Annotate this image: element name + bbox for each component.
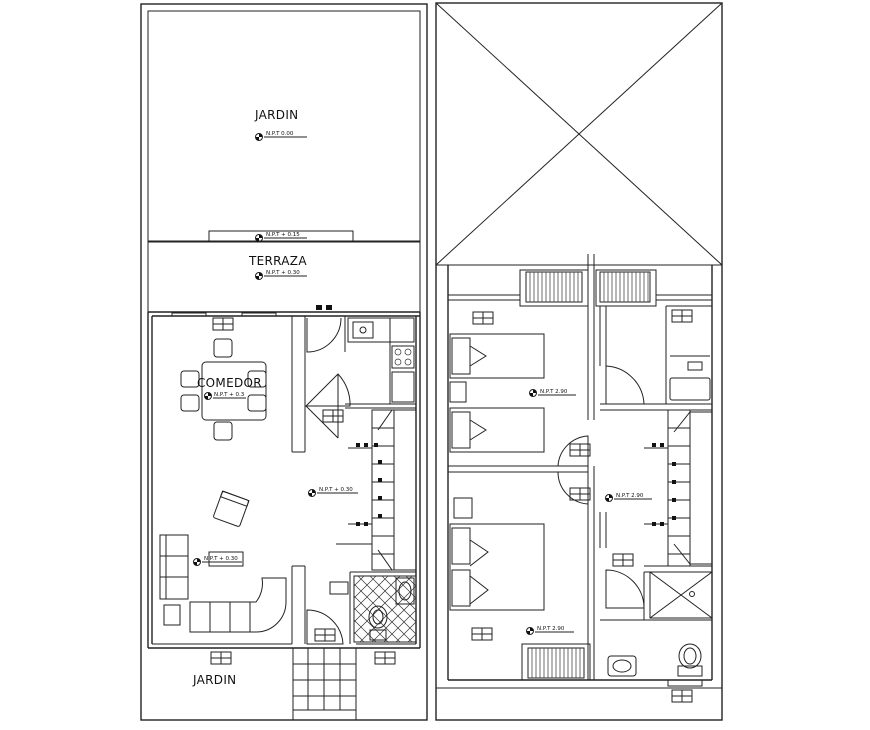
- room-label-terraza: TERRAZA: [248, 254, 307, 268]
- nightstand: [453, 497, 473, 519]
- light-fixture-icon: [374, 651, 396, 665]
- nightstand: [449, 381, 467, 403]
- balcony-left: [519, 269, 589, 307]
- level-marker-bedroom-3: N.P.T 2.90: [526, 626, 574, 635]
- light-fixture-icon: [569, 443, 591, 457]
- light-fixture-icon: [212, 317, 234, 331]
- level-text-upper-hall: N.P.T 2.90: [616, 493, 644, 499]
- level-marker-living: N.P.T + 0.30: [193, 556, 242, 566]
- level-marker-hall: N.P.T + 0.30: [308, 487, 358, 497]
- light-fixture-icon: [671, 309, 693, 323]
- light-fixture-icon: [569, 487, 591, 501]
- level-marker-jardin: N.P.T 0.00: [255, 131, 307, 141]
- coffee-table: [208, 551, 244, 567]
- kitchen-sink: [352, 321, 374, 339]
- bed-single-right: [669, 355, 711, 401]
- ground-floor-plan: JARDIN TERRAZA COMEDOR JARDIN N.P.T 0.00…: [140, 3, 428, 721]
- light-fixture-icon: [314, 628, 336, 642]
- upper-toilet-tank: [677, 665, 703, 677]
- dining-table: [201, 361, 267, 421]
- upper-floor-plan: N.P.T 2.90 N.P.T 2.90 N.P.T 2.90: [435, 2, 723, 721]
- stair-door-swing: [304, 373, 351, 407]
- level-marker-upper-hall: N.P.T 2.90: [605, 493, 652, 502]
- rear-window-1: [171, 312, 207, 317]
- level-text-terraza: N.P.T + 0.30: [266, 270, 300, 276]
- upper-floor-outline: [435, 2, 723, 721]
- level-marker-terrace-edge: N.P.T + 0.15: [255, 232, 307, 242]
- ground-toilet: [368, 605, 388, 629]
- ground-bath-sink: [395, 577, 415, 605]
- shower: [649, 571, 713, 619]
- level-text-bedroom-1: N.P.T 2.90: [540, 389, 568, 395]
- level-text-jardin: N.P.T 0.00: [266, 131, 294, 137]
- ground-floor-outline: [140, 3, 428, 721]
- back-garden-area: [147, 10, 421, 242]
- level-text-hall: N.P.T + 0.30: [319, 487, 353, 493]
- light-fixture-icon: [322, 409, 344, 423]
- side-table: [163, 604, 181, 626]
- bed-1: [449, 333, 545, 379]
- refrigerator: [391, 371, 415, 403]
- sectional-sofa: [189, 577, 287, 633]
- level-text-terrace-edge: N.P.T + 0.15: [266, 232, 300, 238]
- terrace-step: [208, 230, 354, 242]
- bedroom-2-door-swing: [605, 365, 645, 405]
- level-text-bedroom-3: N.P.T 2.90: [537, 626, 565, 632]
- level-marker-bedroom-1: N.P.T 2.90: [529, 389, 576, 397]
- upper-bath-sink: [607, 655, 637, 677]
- light-fixture-icon: [472, 311, 494, 325]
- bedroom-1-door-swing: [557, 435, 589, 467]
- room-label-jardin-front: JARDIN: [192, 673, 236, 687]
- light-fixture-icon: [210, 651, 232, 665]
- room-label-jardin-back: JARDIN: [254, 108, 298, 122]
- bed-2: [449, 407, 545, 453]
- level-text-comedor: N.P.T + 0.3: [214, 392, 245, 398]
- bathroom-door-swing: [605, 569, 645, 609]
- kitchen-door-swing: [306, 317, 342, 353]
- upper-toilet: [678, 643, 702, 669]
- level-text-living: N.P.T + 0.30: [204, 556, 238, 562]
- ground-bathroom-tile-floor: [353, 575, 417, 643]
- balcony-front: [521, 643, 591, 681]
- kitchen-counter: [347, 317, 415, 343]
- balcony-right: [595, 269, 657, 307]
- level-marker-comedor: N.P.T + 0.3: [204, 392, 246, 400]
- room-label-comedor: COMEDOR: [197, 376, 262, 390]
- light-fixture-icon: [671, 689, 693, 703]
- level-marker-terraza: N.P.T + 0.30: [255, 270, 307, 280]
- double-bed: [449, 523, 545, 611]
- rear-window-2: [241, 312, 277, 317]
- light-fixture-icon: [612, 553, 634, 567]
- armchair: [213, 491, 249, 527]
- sofa-left: [159, 534, 189, 600]
- front-door-swing: [306, 609, 344, 645]
- stove: [391, 345, 415, 369]
- light-fixture-icon: [471, 627, 493, 641]
